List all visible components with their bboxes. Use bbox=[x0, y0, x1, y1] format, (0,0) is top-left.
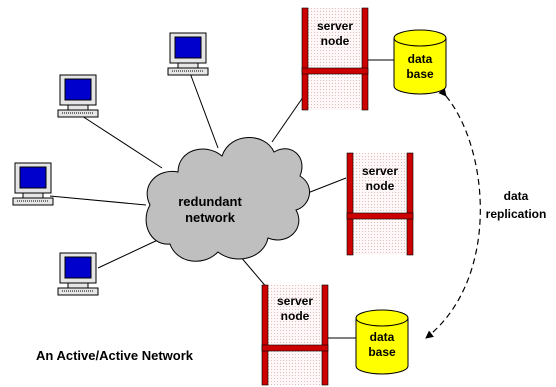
server-label-line1: server bbox=[317, 19, 353, 33]
terminal-icon bbox=[167, 32, 209, 76]
replication-label-line1: data bbox=[504, 189, 529, 203]
server-node-1: server node bbox=[301, 7, 369, 111]
cloud-label-line1: redundant bbox=[178, 194, 242, 209]
server-body bbox=[302, 8, 368, 110]
server-body bbox=[262, 285, 328, 385]
replication-arrow bbox=[425, 88, 481, 339]
diagram-caption: An Active/Active Network bbox=[36, 348, 194, 363]
replication-label-line2: replication bbox=[486, 207, 547, 221]
link-server-3 bbox=[239, 255, 269, 290]
database-2: data base bbox=[355, 309, 409, 375]
database-label-line2: base bbox=[406, 67, 434, 81]
database-icon bbox=[393, 29, 447, 95]
cloud-shape bbox=[145, 137, 310, 262]
server-node-2: server node bbox=[346, 152, 414, 256]
database-label-line1: data bbox=[370, 330, 395, 344]
redundant-network-cloud: redundant network bbox=[145, 137, 310, 262]
server-node-3: server node bbox=[261, 284, 329, 386]
terminal-2 bbox=[57, 74, 99, 118]
server-label-line2: node bbox=[366, 179, 395, 193]
link-terminal-2 bbox=[81, 115, 163, 169]
database-1: data base bbox=[393, 29, 447, 95]
server-label-line1: server bbox=[362, 164, 398, 178]
terminal-1 bbox=[167, 32, 209, 76]
server-label-line2: node bbox=[321, 34, 350, 48]
terminal-3 bbox=[12, 162, 54, 206]
terminal-icon bbox=[57, 74, 99, 118]
terminal-icon bbox=[12, 162, 54, 206]
link-terminal-4 bbox=[97, 237, 163, 269]
database-icon bbox=[355, 309, 409, 375]
server-body bbox=[347, 153, 413, 255]
database-label-line1: data bbox=[408, 52, 433, 66]
database-label-line2: base bbox=[368, 345, 396, 359]
link-terminal-3 bbox=[49, 195, 147, 206]
server-label-line2: node bbox=[281, 309, 310, 323]
terminal-icon bbox=[57, 252, 99, 296]
server-label-line1: server bbox=[277, 294, 313, 308]
link-terminal-1 bbox=[189, 72, 219, 149]
terminal-4 bbox=[57, 252, 99, 296]
cloud-label-line2: network bbox=[185, 210, 236, 225]
